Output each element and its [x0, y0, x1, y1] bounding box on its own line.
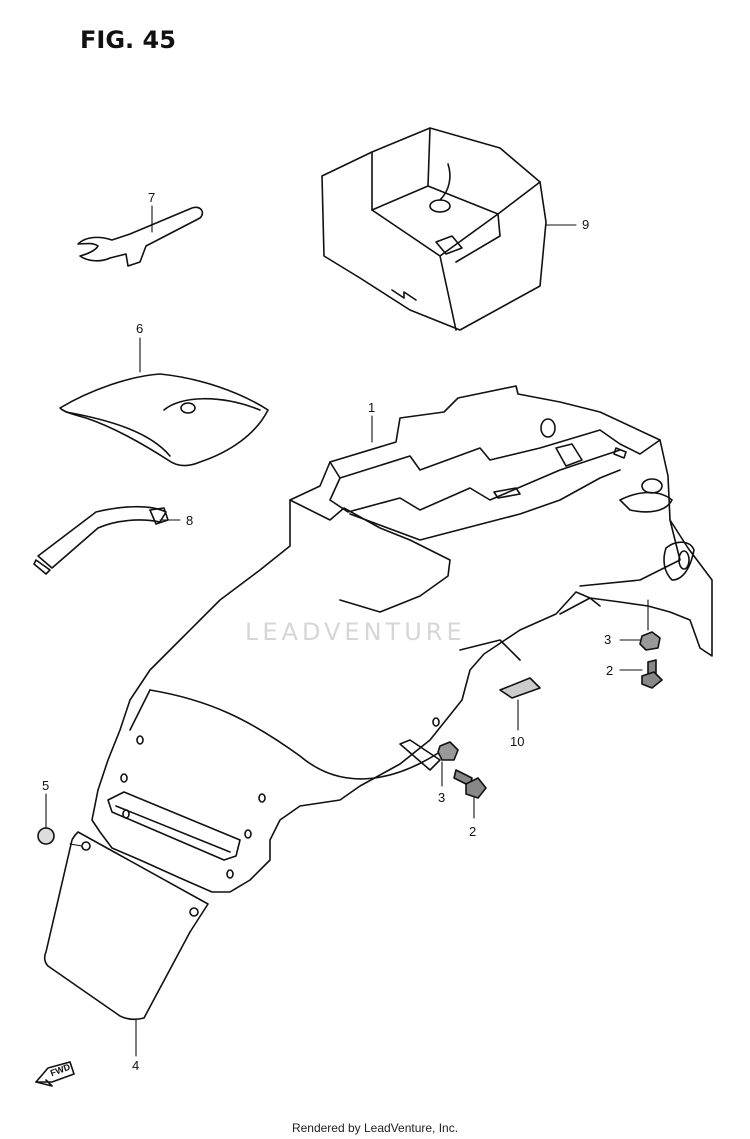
leader-lines [45, 205, 649, 1057]
part-8-strap [33, 505, 169, 575]
part-7-wrench [77, 206, 204, 267]
callout-9: 9 [582, 217, 590, 232]
front-direction-arrow-icon [35, 1061, 75, 1087]
watermark-text: LEADVENTURE [245, 618, 466, 646]
fasteners [437, 631, 663, 799]
callout-2-lower: 2 [469, 824, 477, 839]
callout-4: 4 [132, 1058, 140, 1073]
part-10-cushion [499, 677, 541, 699]
part-9-tool-box [321, 127, 547, 331]
part-4-mud-flap [43, 831, 209, 1021]
callout-3-upper: 3 [604, 632, 612, 647]
callout-3-lower: 3 [438, 790, 446, 805]
callout-2-upper: 2 [606, 663, 614, 678]
callout-10: 10 [510, 734, 525, 749]
callout-5: 5 [42, 778, 50, 793]
callout-8: 8 [186, 513, 194, 528]
footer-credit: Rendered by LeadVenture, Inc. [291, 1121, 459, 1135]
figure-title: FIG. 45 [80, 26, 176, 54]
part-5-grommet [37, 827, 55, 845]
callout-6: 6 [136, 321, 144, 336]
part-6-cover [59, 373, 269, 467]
callout-1: 1 [368, 400, 376, 415]
callout-7: 7 [148, 190, 156, 205]
part-1-rear-fender [91, 385, 713, 893]
